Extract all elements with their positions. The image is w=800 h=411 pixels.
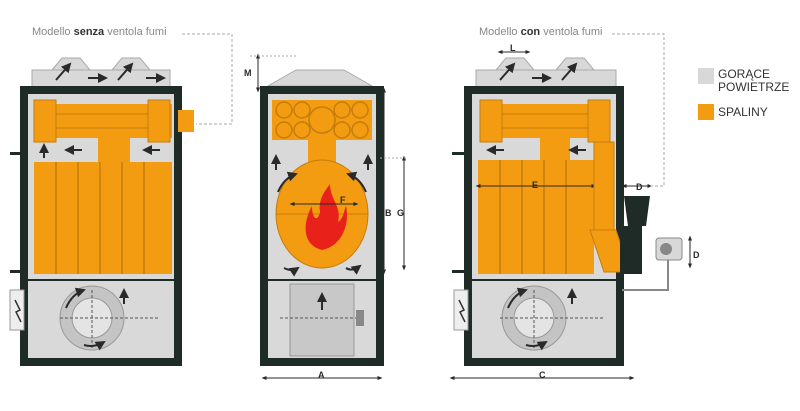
caption-with-fan: Modello con ventola fumi (479, 26, 603, 38)
electrical-box (9, 289, 25, 331)
caption-bold: senza (73, 26, 105, 38)
flue-fan (620, 226, 642, 274)
unit-with-fan (449, 33, 692, 380)
flue-duct (593, 141, 615, 239)
dimension-l-label: L (510, 43, 516, 53)
caption-prefix: Modello (32, 26, 74, 38)
legend-hot-air-swatch (698, 68, 714, 84)
caption-prefix: Modello (479, 26, 521, 38)
flame (305, 184, 347, 250)
legend-hot-air-line1: GORĄCE (718, 67, 771, 81)
flue-outlet (178, 110, 194, 132)
unit-without-fan (9, 33, 233, 366)
legend-hot-air-label: GORĄCE POWIETRZE (718, 68, 789, 94)
legend-flue-gas-label: SPALINY (718, 105, 768, 119)
dimension-c-label: C (539, 370, 546, 380)
legend-flue-gas-swatch (698, 104, 714, 120)
caption-without-fan: Modello senza ventola fumi (32, 26, 167, 38)
unit-front-view (250, 53, 408, 380)
caption-suffix: ventola fumi (540, 26, 603, 38)
heat-exchanger (478, 160, 594, 274)
dimension-f-label: F (340, 195, 346, 205)
dimension-g-label: G (397, 208, 405, 218)
caption-bold: con (520, 26, 541, 38)
dimension-e-label: E (532, 180, 539, 190)
caption-suffix: ventola fumi (104, 26, 167, 38)
dimension-d-side-label: D (693, 250, 700, 260)
tube-bank (272, 100, 372, 140)
top-hood (266, 69, 374, 87)
legend-hot-air-line2: POWIETRZE (718, 80, 790, 94)
dimension-b-label: B (385, 208, 392, 218)
dimension-m-label: M (244, 68, 252, 78)
electrical-box (453, 289, 469, 331)
heat-exchanger (34, 162, 172, 274)
dimension-d-top-label: D (636, 182, 643, 192)
dimension-a-label: A (318, 370, 325, 380)
